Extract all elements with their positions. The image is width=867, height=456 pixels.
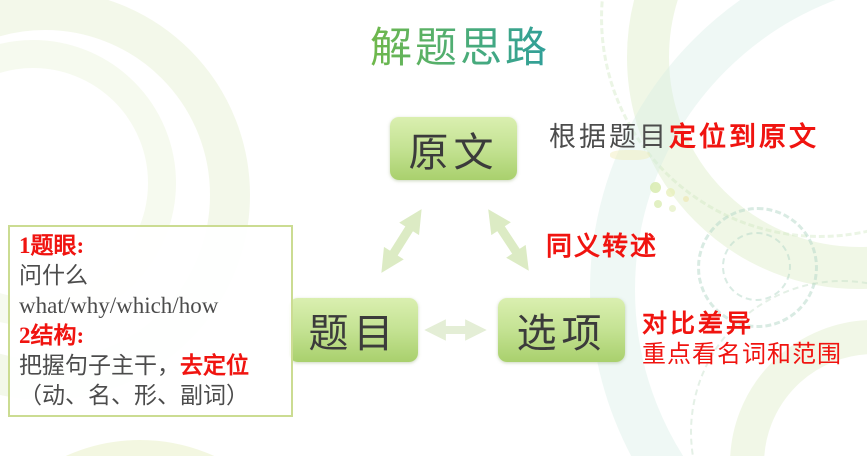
slide-title: 解题思路 [330, 14, 590, 75]
decoration-ring [0, 440, 320, 456]
annotation-compare-detail: 重点看名词和范围 [642, 342, 842, 368]
note-item1-title: 1题眼: [19, 233, 85, 258]
note-item2-line1-highlight: 去定位 [180, 353, 249, 378]
decoration-dot [666, 188, 675, 197]
decoration-dot [654, 200, 662, 208]
annotation-paraphrase: 同义转述 [546, 232, 659, 261]
note-item2-line1: 把握句子主干，去定位 [19, 351, 291, 381]
node-question: 题目 [289, 298, 418, 362]
annotation-compare-title: 对比差异 [642, 311, 755, 338]
note-box: 1题眼: 问什么 what/why/which/how 2结构: 把握句子主干，… [8, 225, 293, 417]
decoration-ring [722, 232, 791, 301]
note-item2-line1-prefix: 把握句子主干， [19, 353, 180, 378]
node-options: 选项 [498, 298, 625, 362]
decoration-dot [650, 182, 661, 193]
note-item2-title: 2结构: [19, 323, 85, 348]
arrow-original-options [488, 209, 529, 271]
arrow-original-question [381, 209, 422, 273]
node-options-label: 选项 [516, 311, 607, 356]
node-question-label: 题目 [308, 311, 399, 356]
annotation-locate-highlight: 定位到原文 [669, 122, 819, 152]
decoration-dot [669, 205, 676, 212]
note-item1-line2: what/why/which/how [19, 293, 219, 318]
node-original-text-label: 原文 [408, 129, 499, 175]
annotation-locate: 根据题目定位到原文 [549, 115, 819, 154]
node-original-text: 原文 [390, 117, 517, 180]
annotation-locate-prefix: 根据题目 [549, 122, 669, 152]
note-item1-line1: 问什么 [19, 263, 88, 288]
annotation-compare: 对比差异 重点看名词和范围 [642, 309, 842, 370]
note-item2-line2: （动、名、形、副词） [19, 383, 249, 408]
decoration-dot [683, 196, 689, 202]
